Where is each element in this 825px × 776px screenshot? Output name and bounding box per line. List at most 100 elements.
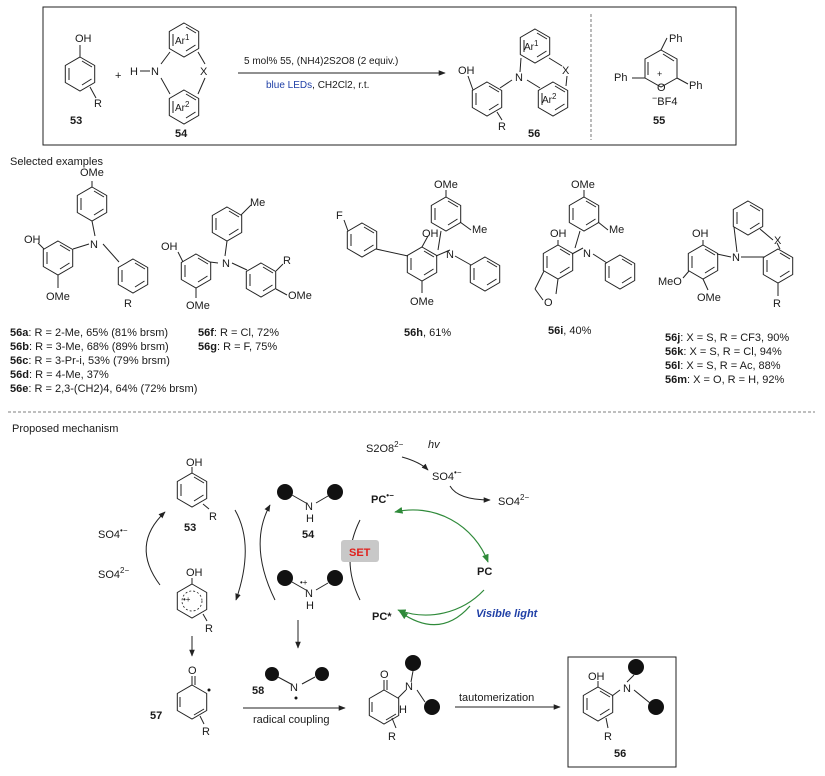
ex-h-ome-bottom: OMe <box>410 296 434 308</box>
hv-label: hv <box>428 439 441 451</box>
mech-phenoxyl-o: O <box>188 665 197 677</box>
ex-i-n: N <box>583 248 591 260</box>
left-cycle-arc <box>145 511 166 586</box>
mech-phenol-radcat-r: R <box>205 623 213 635</box>
ex-i-o: O <box>544 297 553 309</box>
cycle-arc-bottom <box>397 589 485 616</box>
radical-coupling-label: radical coupling <box>253 714 329 726</box>
conditions-line-2: blue LEDs, CH2Cl2, r.t. <box>266 80 369 91</box>
structure-56j-m: X N OH MeO OMe R 56j: X = S, R = CF3, 90… <box>658 200 794 386</box>
mech-phenol-radcat-charge: •+ <box>183 595 191 604</box>
ex-i-me: Me <box>609 224 624 236</box>
ex-56b-line: 56b: R = 3-Me, 68% (89% brsm) <box>10 341 169 353</box>
mech-phenol-oh: OH <box>186 457 203 469</box>
ex-56i-line: 56i, 40% <box>548 325 592 337</box>
ex-j-r: R <box>773 298 781 310</box>
product-ar1-label: Ar1 <box>524 39 539 53</box>
mech-amine-54: N H 54 <box>277 484 343 541</box>
ex-f-r: R <box>283 255 291 267</box>
compound-55-label: 55 <box>653 115 665 127</box>
product-r-label: R <box>498 121 506 133</box>
mech-amine-num: 54 <box>302 529 315 541</box>
product-ar2-label: Ar2 <box>542 92 557 106</box>
ex-56c-line: 56c: R = 3-Pr-i, 53% (79% brsm) <box>10 355 170 367</box>
ex-56e-line: 56e: R = 2,3-(CH2)4, 64% (72% brsm) <box>10 383 197 395</box>
ex-j-ome: OMe <box>697 292 721 304</box>
mech-intermediate-h: H <box>399 704 407 716</box>
mech-final-product-56: OH N R 56 <box>582 659 664 760</box>
amine-x-label: X <box>200 66 208 78</box>
ar2-label: Ar2 <box>175 100 190 114</box>
mech-amine-radical-cation: N H •+ <box>277 570 343 612</box>
persulfate-arrow <box>401 456 429 471</box>
pc-star-label: PC* <box>372 611 392 623</box>
middle-arc-down <box>234 509 246 601</box>
mech-intermediate-n: N <box>405 681 413 693</box>
sulfate-arrow <box>449 485 491 503</box>
ex-j-meo: MeO <box>658 276 682 288</box>
mech-aminyl-58: N 58 <box>252 667 329 700</box>
reaction-box <box>42 6 737 146</box>
ex-h-f: F <box>336 210 343 222</box>
ex-f-n: N <box>222 258 230 270</box>
mech-amine-radcat-n: N <box>305 588 313 600</box>
ex-f-oh: OH <box>161 241 178 253</box>
mech-phenol-radcat-oh: OH <box>186 567 203 579</box>
pc-label: PC <box>477 566 492 578</box>
ex-f-ome-right: OMe <box>288 290 312 302</box>
catalyst-ph-left: Ph <box>614 72 627 84</box>
ex-56d-line: 56d: R = 4-Me, 37% <box>10 369 109 381</box>
mech-phenol-r: R <box>209 511 217 523</box>
selected-examples-heading: Selected examples <box>10 156 103 168</box>
plus-sign: + <box>115 70 121 82</box>
ex-h-ome-top: OMe <box>434 179 458 191</box>
ex-i-ome-top: OMe <box>571 179 595 191</box>
tautomerization-label: tautomerization <box>459 692 534 704</box>
visible-light-label: Visible light <box>476 608 539 620</box>
pc-anion-label: PC•− <box>371 491 394 506</box>
ex-h-oh: OH <box>422 228 439 240</box>
compound-54-label: 54 <box>175 128 188 140</box>
ex-a-ome-top: OMe <box>80 167 104 179</box>
structure-56h: OMe Me N OH F OMe 56h, 61% <box>336 179 501 339</box>
persulfate-label: S2O82− <box>366 440 404 455</box>
structure-56f-g: Me N OH OMe R OMe 56f: R = Cl, 72% 56g: … <box>161 197 312 353</box>
mech-final-r: R <box>604 731 612 743</box>
catalyst-bf4: −BF4 <box>652 93 677 108</box>
mech-intermediate-o: O <box>380 669 389 681</box>
mech-amine-h: H <box>306 513 314 525</box>
mech-phenoxyl-num: 57 <box>150 710 162 722</box>
mech-intermediate: O N H R <box>368 655 440 743</box>
ex-a-n: N <box>90 239 98 251</box>
phenol-oh-label: OH <box>75 33 92 45</box>
left-sulfate-radical: SO4•− <box>98 526 128 541</box>
ex-j-x: X <box>774 235 782 247</box>
mech-final-oh: OH <box>588 671 605 683</box>
amine-n-label: N <box>151 66 159 78</box>
ex-h-me: Me <box>472 224 487 236</box>
mech-amine-radcat-h: H <box>306 600 314 612</box>
mech-phenol-radical-cation: OH R •+ <box>176 567 213 635</box>
ex-f-me: Me <box>250 197 265 209</box>
catalyst-55: Ph Ph Ph O + −BF4 55 <box>614 33 702 127</box>
final-product-box <box>567 656 677 768</box>
ex-56m-line: 56m: X = O, R = H, 92% <box>665 374 784 386</box>
cycle-arc-top <box>394 507 489 563</box>
mech-phenol-num: 53 <box>184 522 196 534</box>
compound-53-label: 53 <box>70 115 82 127</box>
ex-i-oh: OH <box>550 228 567 240</box>
compound-56-label: 56 <box>528 128 540 140</box>
mech-aminyl-n: N <box>290 682 298 694</box>
ex-h-n: N <box>446 249 454 261</box>
mechanism-heading: Proposed mechanism <box>12 423 118 435</box>
catalyst-ph-right: Ph <box>689 80 702 92</box>
ex-56a-line: 56a: R = 2-Me, 65% (81% brsm) <box>10 327 168 339</box>
mech-amine-n: N <box>305 501 313 513</box>
reactant-amine-54: H N X Ar1 Ar2 54 <box>130 22 208 140</box>
mech-final-n: N <box>623 683 631 695</box>
structure-56i: OMe Me N OH O 56i, 40% <box>534 179 636 337</box>
mech-intermediate-r: R <box>388 731 396 743</box>
cycle-light-arc <box>399 605 471 626</box>
mech-aminyl-num: 58 <box>252 685 264 697</box>
